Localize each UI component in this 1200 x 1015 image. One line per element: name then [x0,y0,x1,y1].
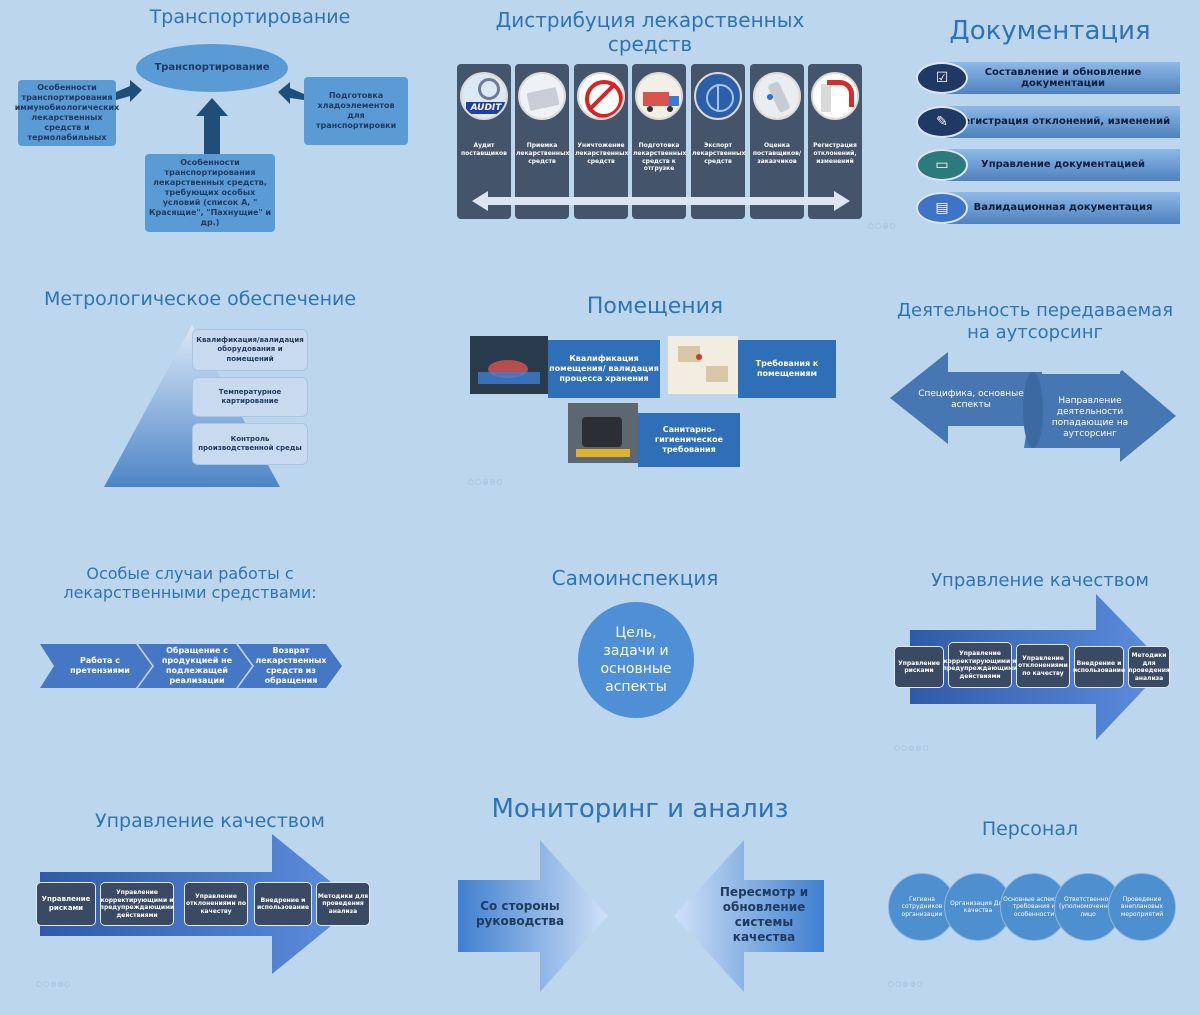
doc-bar-1: Составление и обновление документации [946,62,1180,94]
premises-title: Помещения [586,294,724,319]
acceptance-icon [518,72,566,120]
quality1-title: Управление качеством [931,570,1149,591]
special-case-2: Обращение с продукцией не подлежащей реа… [161,646,233,685]
distribution-double-arrow [472,191,850,211]
dist-col-6: Оценка поставщиков/заказчиков [750,64,804,219]
monitoring-left-text: Со стороны руководства [475,899,565,928]
personnel-title: Персонал [981,818,1079,840]
curved-arrow-icon [811,72,859,120]
quality1-box-4: Внедрение и использование [1073,646,1125,688]
quality2-box-1: Управление рисками [36,882,96,926]
quality1-box-1: Управление рисками [894,646,944,688]
metrology-title: Метрологическое обеспечение [43,288,357,310]
doc-bar-2: Регистрация отклонений, изменений [946,106,1180,138]
dist-col-4: Подготовка лекарственных средств к отгру… [632,64,686,219]
doc-bar-4: Валидационная документация [946,192,1180,224]
quality2-nav-dots: ○○◎◎○ [36,980,72,988]
outsourcing-title: Деятельность передаваемая на аутсорсинг [896,300,1174,343]
checklist-icon: ✎ [916,106,968,138]
warehouse-plan-image [668,336,738,394]
globe-icon [694,72,742,120]
cabinet-icon: ▭ [916,149,968,181]
evaluation-icon [753,72,801,120]
quality2-title: Управление качеством [95,810,325,832]
chevron-1 [40,644,152,688]
dist-col-5: Экспорт лекарственных средств [691,64,745,219]
distribution-title: Дистрибуция лекарственных средств [495,8,805,56]
quality2-box-4: Внедрение и использование [254,882,312,926]
transport-right-box: Подготовка хладоэлементов для транспорти… [304,77,408,145]
personnel-circle-5: Проведение внеплановых мероприятий [1108,873,1176,941]
transport-arrows [116,80,304,154]
dist-label-7: Регистрация отклонений, изменений [813,142,857,165]
metrology-box-1: Квалификация/валидация оборудования и по… [192,329,308,371]
doc-bar-3: Управление документацией [946,149,1180,181]
dist-col-3: Уничтожение лекарственных средств [574,64,628,219]
dist-label-3: Уничтожение лекарственных средств [575,142,629,165]
quality1-box-5: Методики для проведения анализа [1128,646,1170,688]
monitoring-right-arrow [458,840,608,992]
quality1-nav-dots: ○○◎◎○ [894,744,930,752]
quality2-box-5: Методики для проведения анализа [316,882,370,926]
transport-bottom-box: Особенности транспортирования лекарствен… [145,154,275,232]
thermal-map-image [470,336,548,394]
monitoring-arrows [458,840,824,992]
prohibition-icon [577,72,625,120]
metrology-box-3: Контроль производственной среды [192,423,308,465]
document-icon: ▤ [916,192,968,224]
self-inspection-circle: Цель, задачи и основные аспекты [578,602,694,718]
outsourcing-left-arrow [890,352,1042,444]
dist-label-1: Аудит поставщиков [461,142,507,157]
quality1-box-3: Управление отклонениями по качеству [1016,644,1070,688]
arrow-right-to-center [278,82,304,104]
self-inspection-title: Самоинспекция [551,566,719,590]
truck-icon [635,72,683,120]
transport-title: Транспортирование [149,6,351,28]
personnel-nav-dots: ○○◎◎○ [888,980,924,988]
special-cases-title: Особые случаи работы с лекарственными ср… [63,564,317,603]
special-cases-chevrons [40,644,342,688]
outsourcing-right-arrow [1024,370,1176,462]
premises-box-2: Требования к помещениям [738,340,836,398]
chevron-2 [138,644,252,688]
special-case-1: Работа с претензиями [70,656,130,675]
cleaning-machine-image [568,403,638,463]
arrow-bottom-to-center [196,98,228,154]
dist-label-2: Приемка лекарственных средств [516,142,570,165]
arrow-left-to-center [116,80,142,102]
audit-icon: AUDIT [460,72,508,120]
clipboard-icon: ☑ [916,62,968,94]
documentation-title: Документация [949,16,1151,46]
quality1-box-2: Управление корректирующими и предупрежда… [943,642,1017,688]
metrology-box-2: Температурное картирование [192,377,308,417]
dist-col-7: Регистрация отклонений, изменений [808,64,862,219]
quality2-box-3: Управление отклонениями по качеству [184,882,248,926]
transport-left-box: Особенности транспортирования иммунобиол… [15,80,119,146]
dist-label-6: Оценка поставщиков/заказчиков [752,142,802,165]
dist-col-2: Приемка лекарственных средств [515,64,569,219]
outsourcing-left-text: Специфика, основные аспекты [918,388,1024,410]
special-case-3: Возврат лекарственных средств из обращен… [255,646,327,685]
dist-label-4: Подготовка лекарственных средств к отгру… [633,142,687,173]
outsourcing-arrows [890,352,1176,462]
distribution-nav-dots: ○○◎○ [868,222,897,230]
premises-box-1: Квалификация помещения/ валидация процес… [548,340,660,398]
monitoring-left-arrow [674,840,824,992]
premises-box-3: Санитарно-гигиеническое требования [638,413,740,467]
premises-nav-dots: ○○◎◎○ [468,478,504,486]
transport-center-ellipse: Транспортирование [136,44,288,92]
audit-logo: AUDIT [466,102,506,114]
dist-label-5: Экспорт лекарственных средств [692,142,746,165]
chevron-3 [238,644,342,688]
outsourcing-right-text: Направление деятельности попадающие на а… [1051,395,1129,440]
monitoring-right-text: Пересмотр и обновление системы качества [719,885,809,944]
quality2-box-2: Управление корректирующими и предупрежда… [100,882,174,926]
dist-col-1: AUDIT Аудит поставщиков [457,64,511,219]
monitoring-title: Мониторинг и анализ [491,794,789,824]
